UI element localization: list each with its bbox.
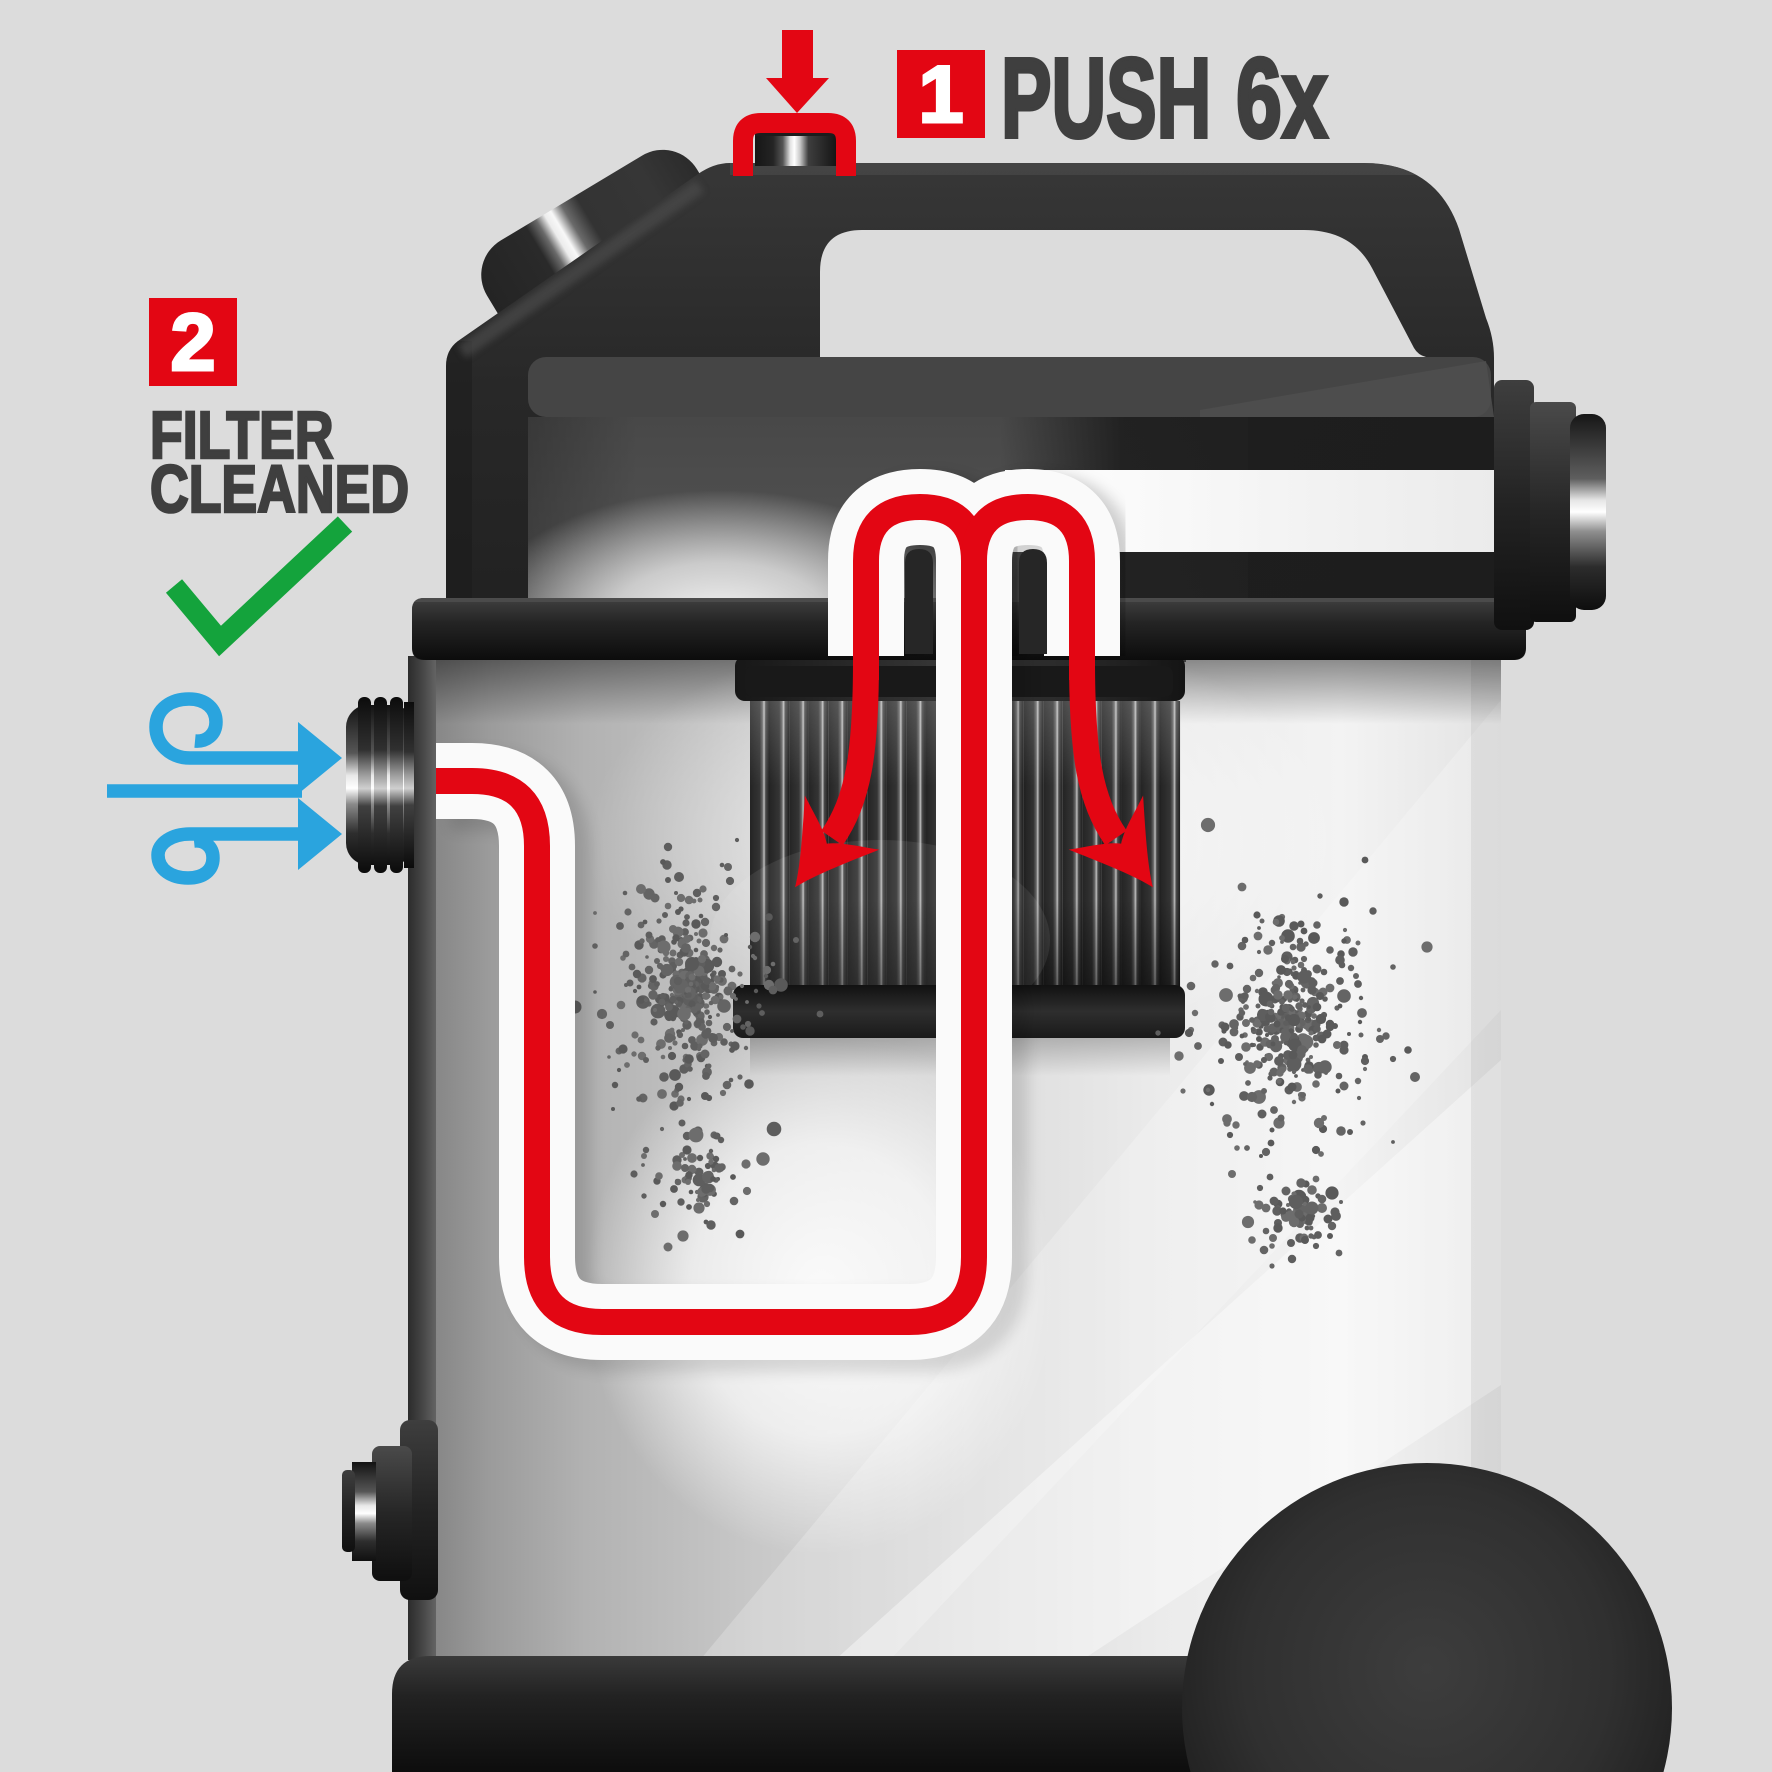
svg-text:PUSH: PUSH bbox=[1001, 36, 1211, 162]
svg-text:FILTER: FILTER bbox=[150, 397, 334, 472]
svg-text:CLEANED: CLEANED bbox=[150, 451, 409, 526]
svg-text:2: 2 bbox=[170, 298, 215, 388]
svg-text:1: 1 bbox=[918, 50, 963, 140]
svg-text:6x: 6x bbox=[1236, 34, 1328, 161]
